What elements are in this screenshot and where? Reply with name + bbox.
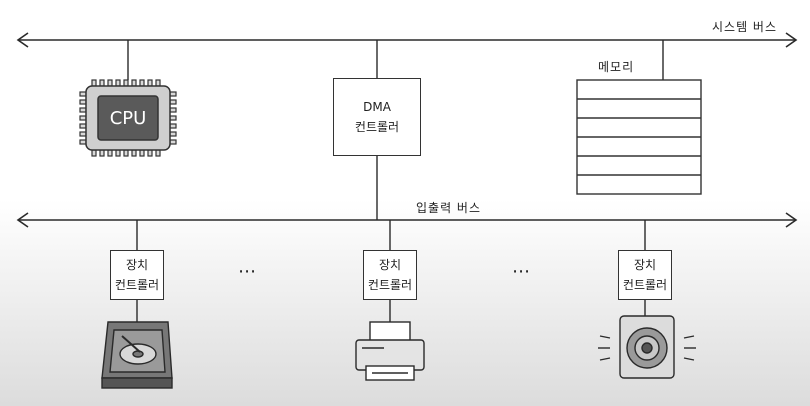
device-controller-line1: 장치 [378,258,402,272]
system-bus-label: 시스템 버스 [712,20,778,34]
device-controller-line2: 컨트롤러 [367,278,413,292]
memory-label: 메모리 [598,60,635,74]
device-controller-line1: 장치 [125,258,149,272]
io-bus-line [16,212,798,228]
cpu-chip-icon [79,79,177,157]
printer-icon [355,321,425,381]
dma-controller-line1: DMA [363,100,391,114]
dma-controller-line2: 컨트롤러 [354,120,400,134]
device-controller-box: 장치 컨트롤러 [363,250,417,300]
speaker-icon [598,315,696,379]
memory-icon [576,79,702,195]
io-bus-label: 입출력 버스 [416,201,482,215]
system-bus-line [16,32,798,48]
ellipsis-left: ⋯ [238,261,259,282]
device-controller-line2: 컨트롤러 [622,278,668,292]
device-controller-box: 장치 컨트롤러 [110,250,164,300]
device-controller-line2: 컨트롤러 [114,278,160,292]
ellipsis-right: ⋯ [512,261,533,282]
device-controller-box: 장치 컨트롤러 [618,250,672,300]
device-controller-line1: 장치 [633,258,657,272]
hard-disk-icon [101,321,173,389]
dma-controller-box: DMA 컨트롤러 [333,78,421,156]
connector-lines [127,40,664,322]
cpu-label: CPU [109,107,147,129]
